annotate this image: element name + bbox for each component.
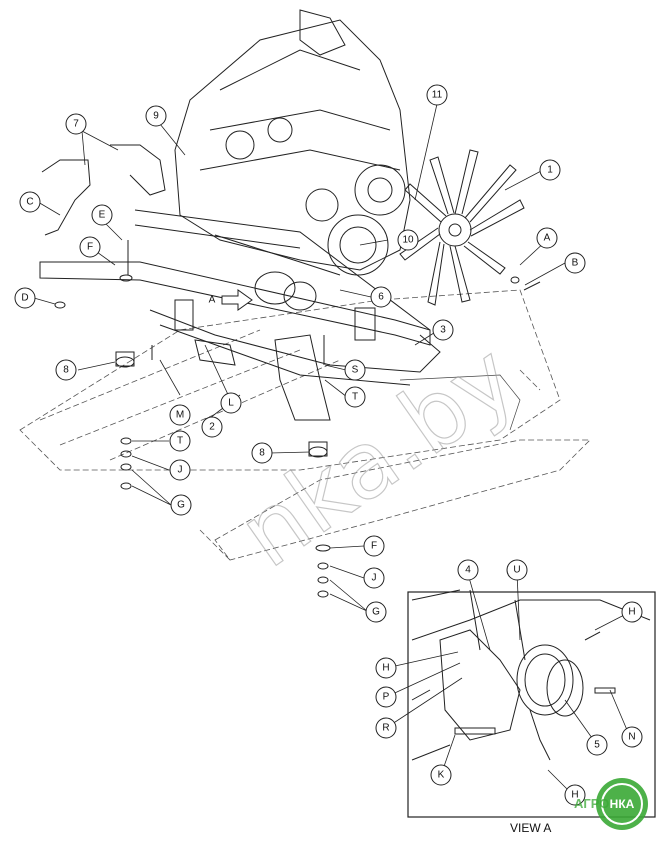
callout-C: C (19, 191, 41, 213)
fastener-stacks (54, 274, 541, 598)
callout-8-right: 8 (251, 442, 273, 464)
svg-text:4: 4 (465, 565, 471, 576)
callout-10: 10 (397, 229, 419, 251)
callout-A: A (536, 227, 558, 249)
svg-text:J: J (372, 573, 377, 584)
callout-R: R (375, 717, 397, 739)
svg-text:H: H (628, 607, 635, 618)
svg-text:F: F (87, 242, 93, 253)
callout-H-right: H (621, 601, 643, 623)
svg-text:E: E (99, 210, 106, 221)
svg-text:N: N (628, 732, 635, 743)
callout-D: D (14, 287, 36, 309)
callout-J-lower: J (363, 567, 385, 589)
svg-text:J: J (178, 465, 183, 476)
callout-3: 3 (432, 319, 454, 341)
logo-text-left: АГРО (574, 796, 609, 811)
callout-1: 1 (539, 159, 561, 181)
callout-L: L (220, 392, 242, 414)
callouts: 7 9 11 1 C E F 10 A B D 6 3 8 S T M L 2 … (14, 84, 643, 806)
callout-9: 9 (145, 105, 167, 127)
callout-2: 2 (201, 416, 223, 438)
callout-P: P (375, 686, 397, 708)
callout-H-bottom: H (564, 784, 586, 806)
svg-text:H: H (382, 663, 389, 674)
callout-U: U (506, 559, 528, 581)
callout-11: 11 (426, 84, 448, 106)
svg-text:1: 1 (547, 165, 553, 176)
logo-text-right: НКА (610, 797, 635, 811)
svg-text:7: 7 (73, 119, 79, 130)
callout-G-upper: G (170, 494, 192, 516)
svg-text:R: R (382, 723, 389, 734)
svg-text:T: T (177, 436, 183, 447)
callout-7: 7 (65, 113, 87, 135)
svg-text:M: M (176, 410, 184, 421)
svg-text:L: L (228, 398, 234, 409)
engine-assembly (174, 9, 411, 311)
svg-text:5: 5 (594, 740, 600, 751)
callout-4-view: 4 (457, 559, 479, 581)
callout-J-upper: J (169, 459, 191, 481)
callout-T-upper: T (344, 386, 366, 408)
chassis-frame (19, 289, 591, 561)
callout-T-lower: T (169, 430, 191, 452)
callout-H-left: H (375, 657, 397, 679)
svg-text:2: 2 (209, 422, 215, 433)
callout-K: K (430, 764, 452, 786)
view-arrow-a: A (209, 289, 253, 311)
callout-F-upper: F (79, 236, 101, 258)
svg-text:G: G (372, 607, 380, 618)
callout-F-lower: F (363, 535, 385, 557)
callout-N: N (621, 726, 643, 748)
svg-text:8: 8 (63, 365, 69, 376)
svg-text:C: C (26, 197, 33, 208)
svg-text:8: 8 (259, 448, 265, 459)
svg-text:D: D (21, 293, 28, 304)
svg-text:T: T (352, 392, 358, 403)
callout-5-view: 5 (586, 734, 608, 756)
svg-text:11: 11 (432, 90, 443, 101)
svg-text:H: H (571, 790, 578, 801)
svg-text:F: F (371, 541, 377, 552)
view-a-label: VIEW A (510, 821, 551, 835)
callout-S: S (344, 359, 366, 381)
svg-text:P: P (383, 692, 390, 703)
svg-text:A: A (544, 233, 551, 244)
svg-text:3: 3 (440, 325, 446, 336)
cooling-fan (399, 149, 525, 306)
svg-text:S: S (352, 365, 359, 376)
callout-M: M (169, 404, 191, 426)
view-arrow-label: A (209, 295, 216, 306)
svg-text:9: 9 (153, 111, 159, 122)
callout-E: E (91, 204, 113, 226)
svg-text:6: 6 (378, 292, 384, 303)
svg-text:G: G (177, 500, 185, 511)
svg-text:U: U (513, 565, 520, 576)
engine-mount-rails (39, 144, 441, 458)
agro-nka-logo: АГРО НКА (574, 778, 648, 830)
svg-text:K: K (438, 770, 445, 781)
svg-text:10: 10 (402, 235, 414, 246)
callout-8-left: 8 (55, 359, 77, 381)
callout-6: 6 (370, 286, 392, 308)
callout-B: B (564, 252, 586, 274)
callout-G-lower: G (365, 601, 387, 623)
svg-text:B: B (572, 258, 579, 269)
